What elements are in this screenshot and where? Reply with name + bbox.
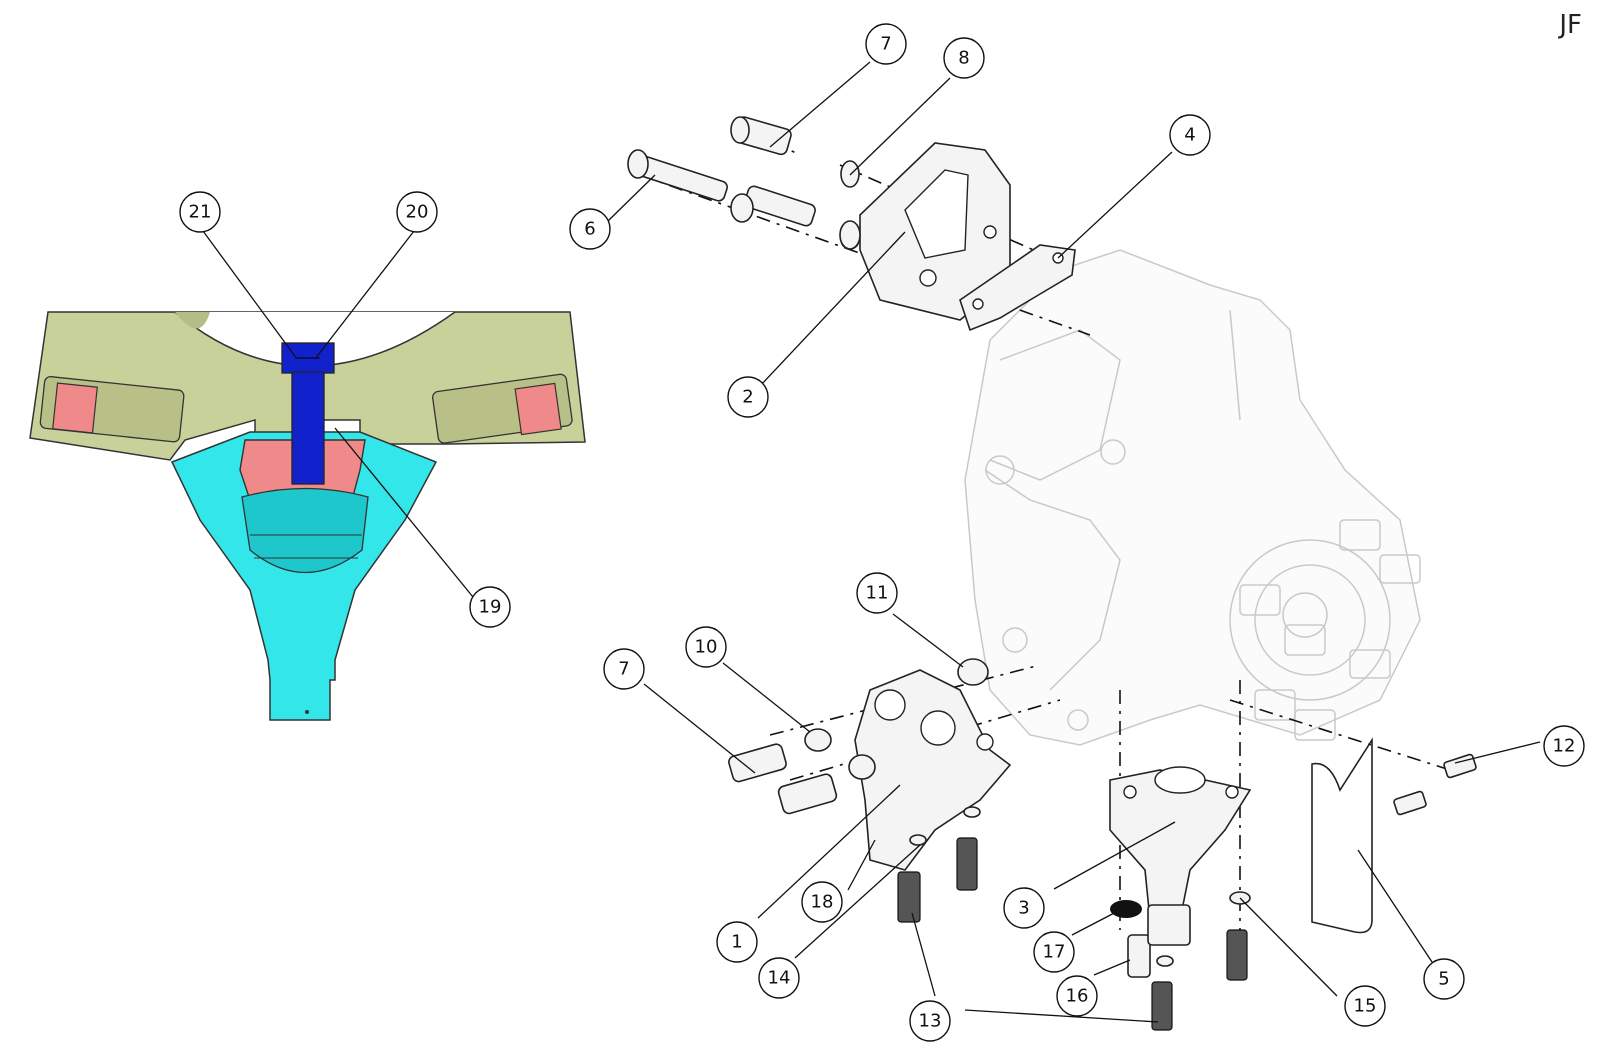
- callout-16: 16: [1056, 975, 1098, 1017]
- dark-bolts: [897, 753, 1477, 1031]
- svg-text:10: 10: [695, 637, 718, 658]
- right-pin: [432, 373, 573, 444]
- svg-text:2: 2: [742, 387, 753, 408]
- upper-fasteners: [627, 116, 861, 250]
- callout-13: 13: [909, 1000, 951, 1042]
- callout-7-lower: 7: [603, 648, 645, 690]
- callout-19: 19: [469, 586, 511, 628]
- section-view: [29, 311, 586, 721]
- callout-8: 8: [943, 37, 985, 79]
- lower-bracket: [854, 669, 1012, 871]
- callout-20: 20: [396, 191, 438, 233]
- svg-text:16: 16: [1066, 986, 1089, 1007]
- svg-text:15: 15: [1354, 996, 1377, 1017]
- ghost-upright: [964, 249, 1421, 746]
- svg-text:8: 8: [958, 48, 969, 69]
- callout-17: 17: [1033, 931, 1075, 973]
- svg-text:3: 3: [1018, 898, 1029, 919]
- callout-14: 14: [758, 957, 800, 999]
- callout-1: 1: [716, 921, 758, 963]
- upper-bracket: [840, 142, 1011, 321]
- svg-text:19: 19: [479, 597, 502, 618]
- callout-3: 3: [1003, 887, 1045, 929]
- callout-5: 5: [1423, 958, 1465, 1000]
- svg-text:1: 1: [731, 932, 742, 953]
- callout-18: 18: [801, 881, 843, 923]
- svg-text:4: 4: [1184, 125, 1195, 146]
- svg-text:13: 13: [919, 1011, 942, 1032]
- callout-7-upper: 7: [865, 23, 907, 65]
- left-pin: [39, 375, 185, 443]
- svg-text:14: 14: [768, 968, 791, 989]
- callout-4: 4: [1169, 114, 1211, 156]
- callout-12: 12: [1543, 725, 1585, 767]
- svg-text:5: 5: [1438, 969, 1449, 990]
- svg-text:21: 21: [189, 202, 212, 223]
- lower-mount: [1109, 766, 1252, 946]
- sheet-code: JF: [1559, 10, 1582, 40]
- svg-text:11: 11: [866, 583, 889, 604]
- mount-section: [170, 431, 438, 721]
- svg-text:18: 18: [811, 892, 834, 913]
- callout-11: 11: [856, 572, 898, 614]
- callout-6: 6: [569, 208, 611, 250]
- section-bolt: [281, 342, 335, 485]
- svg-text:20: 20: [406, 202, 429, 223]
- svg-text:17: 17: [1043, 942, 1066, 963]
- callout-15: 15: [1344, 985, 1386, 1027]
- callout-10: 10: [685, 626, 727, 668]
- lower-fasteners: [728, 658, 1251, 967]
- svg-text:12: 12: [1553, 736, 1576, 757]
- svg-text:6: 6: [584, 219, 595, 240]
- shield-plate: [1311, 737, 1373, 934]
- svg-text:7: 7: [880, 34, 891, 55]
- callout-21: 21: [179, 191, 221, 233]
- leader-lines: [202, 61, 1541, 1023]
- callout-2: 2: [727, 376, 769, 418]
- svg-text:7: 7: [618, 659, 629, 680]
